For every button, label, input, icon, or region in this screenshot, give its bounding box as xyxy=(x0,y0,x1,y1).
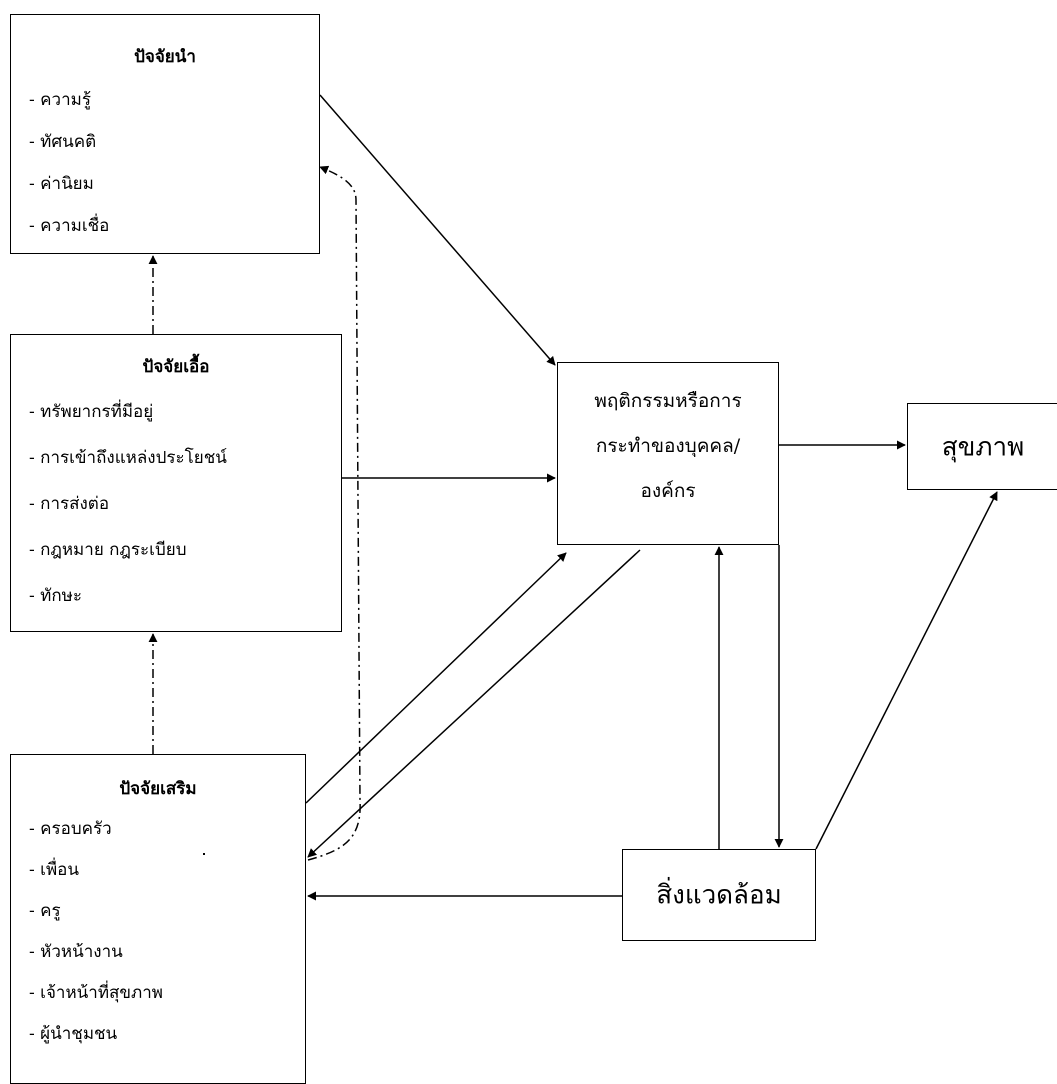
enabling-list: - ทรัพยากรที่มีอยู่ - การเข้าถึงแหล่งประ… xyxy=(29,389,227,619)
behavior-box: พฤติกรรมหรือการ กระทำของบุคคล/ องค์กร xyxy=(557,362,779,545)
predisposing-title: ปัจจัยนำ xyxy=(134,47,196,67)
list-item: - ทัศนคติ xyxy=(29,132,97,152)
enabling-title: ปัจจัยเอื้อ xyxy=(142,357,210,377)
list-item: - ค่านิยม xyxy=(29,174,94,194)
list-item: - กฎหมาย กฎระเบียบ xyxy=(29,540,187,560)
list-item: - การเข้าถึงแหล่งประโยชน์ xyxy=(29,448,227,468)
health-box: สุขภาพ xyxy=(907,403,1057,490)
arrow-reinforcing-to-behavior xyxy=(305,552,567,804)
list-item: - ครู xyxy=(29,901,61,921)
reinforcing-title: ปัจจัยเสริม xyxy=(119,779,197,799)
behavior-line: องค์กร xyxy=(640,480,696,502)
list-item: - ครอบครัว xyxy=(29,819,112,839)
arrow-behavior-to-reinforcing xyxy=(307,549,641,858)
arrow-environment-to-health xyxy=(815,491,998,850)
behavior-line: พฤติกรรมหรือการ xyxy=(594,390,742,412)
list-item: - ทรัพยากรที่มีอยู่ xyxy=(29,402,154,422)
health-label: สุขภาพ xyxy=(941,432,1025,462)
list-item: - เพื่อน xyxy=(29,860,79,880)
list-item: - ความเชื่อ xyxy=(29,216,110,236)
list-item: - ทักษะ xyxy=(29,586,82,606)
behavior-line: กระทำของบุคคล/ xyxy=(595,435,741,457)
list-item: - หัวหน้างาน xyxy=(29,942,123,962)
enabling-factors-box: ปัจจัยเอื้อ - ทรัพยากรที่มีอยู่ - การเข้… xyxy=(10,334,342,632)
reinforcing-list: - ครอบครัว - เพื่อน - ครู - หัวหน้างาน -… xyxy=(29,809,163,1055)
list-item: - การส่งต่อ xyxy=(29,494,110,514)
environment-box: สิ่งแวดล้อม xyxy=(622,849,816,941)
stray-dot xyxy=(203,853,205,855)
environment-label: สิ่งแวดล้อม xyxy=(656,880,782,911)
list-item: - เจ้าหน้าที่สุขภาพ xyxy=(29,983,163,1003)
list-item: - ผู้นำชุมชน xyxy=(29,1024,118,1044)
list-item: - ความรู้ xyxy=(29,90,91,110)
predisposing-factors-box: ปัจจัยนำ - ความรู้ - ทัศนคติ - ค่านิยม -… xyxy=(10,14,320,254)
predisposing-list: - ความรู้ - ทัศนคติ - ค่านิยม - ความเชื่… xyxy=(29,79,109,247)
arrow-predisposing-to-behavior xyxy=(319,94,556,366)
behavior-text: พฤติกรรมหรือการ กระทำของบุคคล/ องค์กร xyxy=(558,379,778,514)
reinforcing-factors-box: ปัจจัยเสริม - ครอบครัว - เพื่อน - ครู - … xyxy=(10,754,306,1084)
